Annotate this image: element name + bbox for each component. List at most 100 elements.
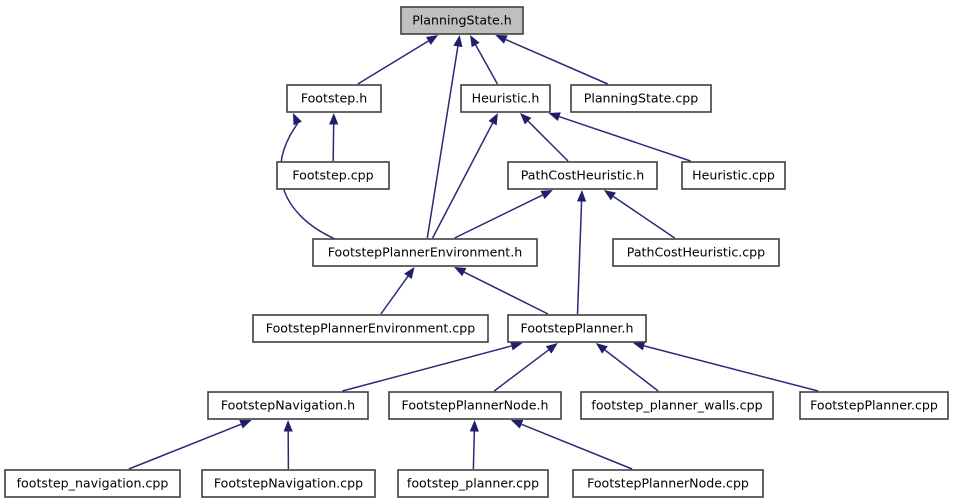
graph-edge — [463, 271, 549, 315]
edge-arrowhead — [454, 267, 467, 277]
node-box[interactable] — [580, 391, 774, 420]
edge-arrowhead — [576, 190, 587, 202]
graph-node-fpnode-h[interactable]: FootstepPlannerNode.h — [388, 391, 562, 420]
graph-edge — [454, 194, 543, 239]
node-box[interactable] — [507, 161, 658, 190]
node-label: FootstepPlanner.h — [521, 321, 634, 336]
graph-edge — [128, 423, 242, 470]
node-box[interactable] — [570, 84, 712, 113]
node-label: FootstepPlanner.cpp — [810, 398, 938, 413]
edge-arrowhead — [453, 35, 463, 48]
node-label: FootstepPlannerNode.cpp — [587, 476, 749, 491]
edge-arrowhead — [510, 420, 524, 429]
edge-arrowhead — [488, 113, 498, 126]
node-label: PathCostHeuristic.h — [521, 168, 644, 183]
node-box[interactable] — [681, 161, 786, 190]
node-label: footstep_planner_walls.cpp — [591, 398, 762, 413]
node-box[interactable] — [4, 469, 181, 498]
node-label: FootstepPlannerEnvironment.h — [328, 245, 522, 260]
graph-node-heuristic-cpp[interactable]: Heuristic.cpp — [681, 161, 786, 190]
edge-arrowhead — [283, 420, 293, 432]
edge-arrowhead — [545, 343, 558, 354]
graph-edge — [521, 423, 633, 470]
graph-edge — [380, 275, 409, 315]
node-label: PlanningState.h — [412, 13, 512, 28]
node-box[interactable] — [207, 391, 369, 420]
edge-arrowhead — [603, 190, 616, 201]
graph-edge — [643, 345, 819, 392]
graph-edge — [527, 120, 569, 162]
edge-arrowhead — [469, 420, 479, 432]
graph-node-fpnode-cpp[interactable]: FootstepPlannerNode.cpp — [572, 469, 764, 498]
node-box[interactable] — [572, 469, 764, 498]
node-box[interactable] — [201, 469, 376, 498]
graph-node-fplanner-h[interactable]: FootstepPlanner.h — [507, 314, 647, 343]
graph-node-fpenv-h[interactable]: FootstepPlannerEnvironment.h — [312, 238, 538, 267]
graph-node-planningstate-h[interactable]: PlanningState.h — [400, 6, 524, 35]
edge-arrowhead — [540, 190, 553, 200]
graph-node-footstep-cpp[interactable]: Footstep.cpp — [276, 161, 390, 190]
graph-edge — [604, 349, 659, 392]
edge-arrowhead — [404, 267, 415, 280]
graph-node-fplanner-cpp[interactable]: FootstepPlanner.cpp — [799, 391, 949, 420]
graph-edge — [475, 44, 499, 85]
graph-node-fnavcamel-cpp[interactable]: FootstepNavigation.cpp — [201, 469, 376, 498]
edge-arrowhead — [329, 113, 339, 125]
node-box[interactable] — [276, 161, 390, 190]
graph-node-pathcost-cpp[interactable]: PathCostHeuristic.cpp — [612, 238, 780, 267]
graph-edge — [426, 46, 459, 239]
edge-arrowhead — [425, 35, 439, 45]
graph-node-footstep-h[interactable]: Footstep.h — [286, 84, 382, 113]
graph-edge — [493, 349, 550, 392]
node-box[interactable] — [252, 314, 489, 343]
node-box[interactable] — [400, 6, 524, 35]
node-label: FootstepPlannerEnvironment.cpp — [266, 321, 475, 336]
graph-edge — [431, 122, 494, 239]
graph-edge — [576, 201, 583, 315]
graph-node-pathcost-h[interactable]: PathCostHeuristic.h — [507, 161, 658, 190]
node-box[interactable] — [799, 391, 949, 420]
graph-edge — [505, 38, 609, 85]
node-box[interactable] — [312, 238, 538, 267]
edge-arrowhead — [239, 419, 252, 429]
node-label: footstep_navigation.cpp — [17, 476, 169, 491]
node-label: PlanningState.cpp — [584, 91, 699, 106]
node-box[interactable] — [507, 314, 647, 343]
graph-edge — [612, 195, 676, 239]
node-label: Heuristic.h — [472, 91, 540, 106]
graph-edge — [342, 345, 512, 392]
node-label: Heuristic.cpp — [692, 168, 775, 183]
graph-node-fnav-h[interactable]: FootstepNavigation.h — [207, 391, 369, 420]
node-label: FootstepPlannerNode.h — [402, 398, 549, 413]
node-box[interactable] — [286, 84, 382, 113]
node-label: FootstepNavigation.cpp — [214, 476, 363, 491]
graph-edges-layer — [128, 35, 819, 470]
graph-node-heuristic-h[interactable]: Heuristic.h — [460, 84, 551, 113]
node-label: Footstep.h — [301, 91, 367, 106]
node-box[interactable] — [460, 84, 551, 113]
edge-arrowhead — [510, 341, 523, 351]
node-box[interactable] — [397, 469, 549, 498]
edge-arrowhead — [548, 112, 561, 122]
edge-arrowhead — [520, 113, 532, 125]
graph-edge — [357, 40, 429, 85]
graph-node-planningstate-cpp[interactable]: PlanningState.cpp — [570, 84, 712, 113]
node-label: PathCostHeuristic.cpp — [627, 245, 765, 260]
edge-arrowhead — [293, 113, 302, 126]
node-label: FootstepNavigation.h — [221, 398, 355, 413]
edge-arrowhead — [632, 341, 646, 351]
graph-node-fnav-cpp-lower[interactable]: footstep_navigation.cpp — [4, 469, 181, 498]
graph-edge — [472, 431, 476, 470]
node-box[interactable] — [612, 238, 780, 267]
edge-arrowhead — [495, 35, 508, 44]
node-box[interactable] — [388, 391, 562, 420]
graph-node-fpwalls-cpp[interactable]: footstep_planner_walls.cpp — [580, 391, 774, 420]
edge-arrowhead — [595, 343, 608, 354]
graph-node-fplanner-low-cpp[interactable]: footstep_planner.cpp — [397, 469, 549, 498]
node-label: footstep_planner.cpp — [407, 476, 539, 491]
edge-arrowhead — [470, 35, 480, 48]
graph-node-fpenv-cpp[interactable]: FootstepPlannerEnvironment.cpp — [252, 314, 489, 343]
